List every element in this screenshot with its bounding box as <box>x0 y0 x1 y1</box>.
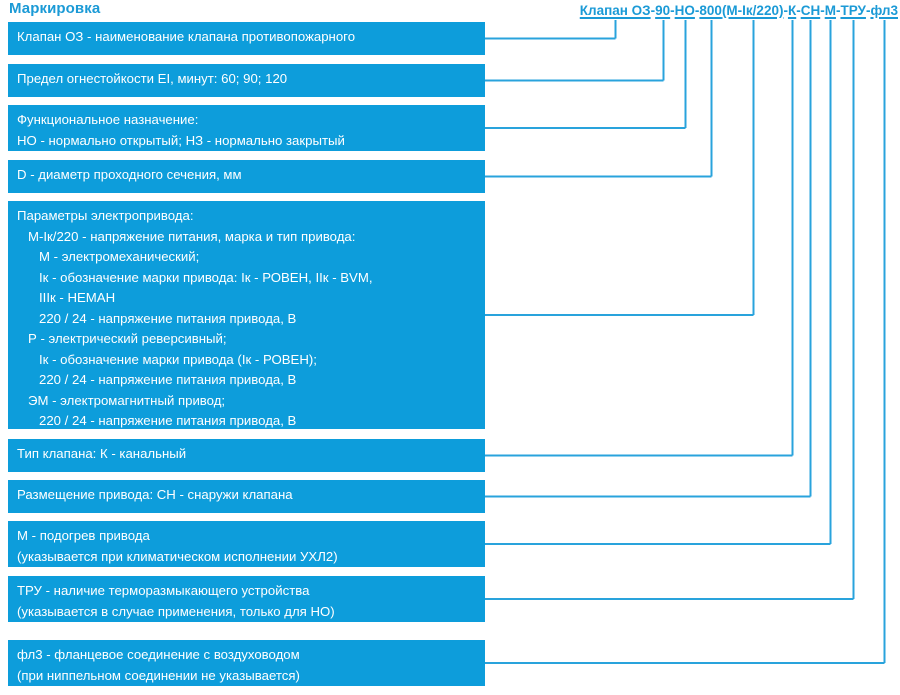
block-line: ЭМ - электромагнитный привод; <box>28 392 226 408</box>
block-valve-type: Тип клапана: К - канальный <box>8 439 485 472</box>
block-line: Клапан ОЗ - наименование клапана противо… <box>17 29 356 44</box>
code-separator: - <box>694 3 700 18</box>
block-line: (указывается в случае применения, только… <box>17 603 335 619</box>
block-drive-parameters: Параметры электропривода: М-Iк/220 - напр… <box>8 201 485 449</box>
block-line: 220 / 24 - напряжение питания привода, В <box>39 372 297 387</box>
page-title: Маркировка <box>9 0 101 17</box>
code-segment-3: 800 <box>699 3 722 18</box>
code-segment-9: фл3 <box>870 3 898 18</box>
code-separator: - <box>796 3 801 18</box>
block-line: Iк - обозначение марки привода: Iк - РОВ… <box>39 269 373 285</box>
code-segment-5: К <box>787 3 797 18</box>
block-flange-connection: фл3 - фланцевое соединение с воздуховодо… <box>8 640 485 686</box>
block-line: ТРУ - наличие терморазмыкающего устройст… <box>17 583 310 598</box>
block-line: М - электромеханический; <box>39 249 200 264</box>
block-line: НО - нормально открытый; НЗ - нормально … <box>17 132 345 148</box>
block-line: Параметры электропривода: <box>17 208 194 223</box>
block-line: фл3 - фланцевое соединение с воздуховодо… <box>17 647 300 662</box>
block-line: 220 / 24 - напряжение питания привода, В <box>39 310 297 326</box>
code-segment-6: СН <box>800 3 821 18</box>
block-line: М - подогрев привода <box>17 528 150 543</box>
block-line: D - диаметр проходного сечения, мм <box>17 167 242 182</box>
code-segment-8: ТРУ <box>840 3 866 18</box>
block-line: (указывается при климатическом исполнени… <box>17 548 338 564</box>
block-line: Размещение привода: СН - снаружи клапана <box>17 487 293 502</box>
code-separator: - <box>670 3 675 18</box>
block-name: Клапан ОЗ - наименование клапана противо… <box>8 22 485 55</box>
code-segment-4: (М-Iк/220) <box>721 3 784 18</box>
code-separator: - <box>835 3 841 18</box>
block-line: Тип клапана: К - канальный <box>17 446 187 461</box>
code-segment-7: М <box>824 3 836 18</box>
code-separator: - <box>820 3 825 18</box>
product-code-line: Клапан ОЗ-90-НО-800(М-Iк/220)-К-СН-М-ТРУ… <box>580 3 898 18</box>
block-line: М-Iк/220 - напряжение питания, марка и т… <box>28 228 356 244</box>
block-line: Функциональное назначение: <box>17 112 199 127</box>
block-fire-rating: Предел огнестойкости EI, минут: 60; 90; … <box>8 64 485 97</box>
block-line: (при ниппельном соединении не указываетс… <box>17 667 300 683</box>
code-segment-2: НО <box>674 3 695 18</box>
block-drive-placement: Размещение привода: СН - снаружи клапана <box>8 480 485 513</box>
block-thermal-device: ТРУ - наличие терморазмыкающего устройст… <box>8 576 485 622</box>
block-line: IIIк - НЕМАН <box>39 290 116 305</box>
block-line: Предел огнестойкости EI, минут: 60; 90; … <box>17 71 288 86</box>
block-line: 220 / 24 - напряжение питания привода, В <box>39 413 297 428</box>
block-function: Функциональное назначение: НО - нормально… <box>8 105 485 151</box>
code-separator: - <box>650 3 656 18</box>
code-separator: - <box>865 3 871 18</box>
block-line: Р - электрический реверсивный; <box>28 331 227 346</box>
block-drive-heating: М - подогрев привода (указывается при кли… <box>8 521 485 567</box>
block-diameter: D - диаметр проходного сечения, мм <box>8 160 485 193</box>
code-separator: - <box>783 3 788 18</box>
code-segment-1: 90 <box>655 3 671 18</box>
code-segment-0: Клапан ОЗ <box>579 3 651 18</box>
block-line: Iк - обозначение марки привода (Iк - РОВ… <box>39 351 317 367</box>
